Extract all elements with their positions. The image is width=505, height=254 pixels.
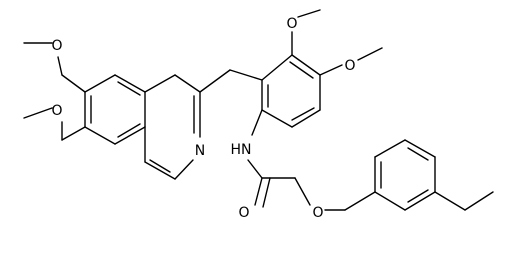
ethylphenyl-fragment: [344, 139, 494, 211]
bond: [57, 56, 63, 76]
bond: [291, 109, 321, 128]
atom-label-nitrogen: N: [195, 143, 205, 159]
atom-label-oxygen: O: [312, 205, 323, 221]
bond: [229, 69, 263, 81]
bond: [294, 177, 311, 206]
bond: [117, 81, 141, 96]
bond: [291, 54, 321, 76]
bond: [319, 64, 343, 76]
bond: [144, 161, 176, 180]
bond: [464, 191, 494, 211]
bond: [262, 177, 271, 208]
bond: [254, 177, 263, 206]
atom-label-nh: HN: [231, 142, 252, 158]
bond: [434, 191, 466, 211]
bond: [261, 109, 293, 128]
bond: [247, 159, 263, 179]
bond: [174, 74, 201, 93]
atom-label-oxygen: O: [51, 103, 62, 119]
bond: [149, 159, 171, 173]
bond: [23, 107, 53, 119]
bond: [407, 147, 429, 161]
bond: [404, 139, 436, 158]
bond: [261, 54, 293, 81]
bond: [117, 123, 141, 138]
bond: [114, 74, 146, 93]
bond: [289, 61, 314, 79]
isoquinoline-fragment: [23, 42, 201, 180]
dimethoxyphenyl-fragment: [261, 9, 383, 128]
bond: [374, 139, 406, 158]
atom-label-oxygen: O: [286, 16, 297, 32]
bond: [61, 126, 86, 141]
bond: [374, 191, 406, 211]
bond: [199, 69, 231, 93]
bond: [174, 159, 194, 180]
bond: [144, 74, 176, 93]
bond: [84, 126, 116, 145]
atom-label-oxygen: O: [238, 205, 249, 221]
bond: [297, 9, 321, 18]
bond: [251, 109, 263, 136]
bond: [114, 126, 146, 145]
atom-label-oxygen: O: [344, 58, 355, 74]
bond: [61, 74, 86, 93]
bond: [84, 74, 116, 93]
bond: [404, 191, 436, 211]
bond: [344, 191, 376, 211]
atom-label-oxygen: O: [51, 38, 62, 54]
bond: [407, 189, 429, 203]
bond: [291, 107, 315, 121]
bond: [357, 47, 383, 61]
